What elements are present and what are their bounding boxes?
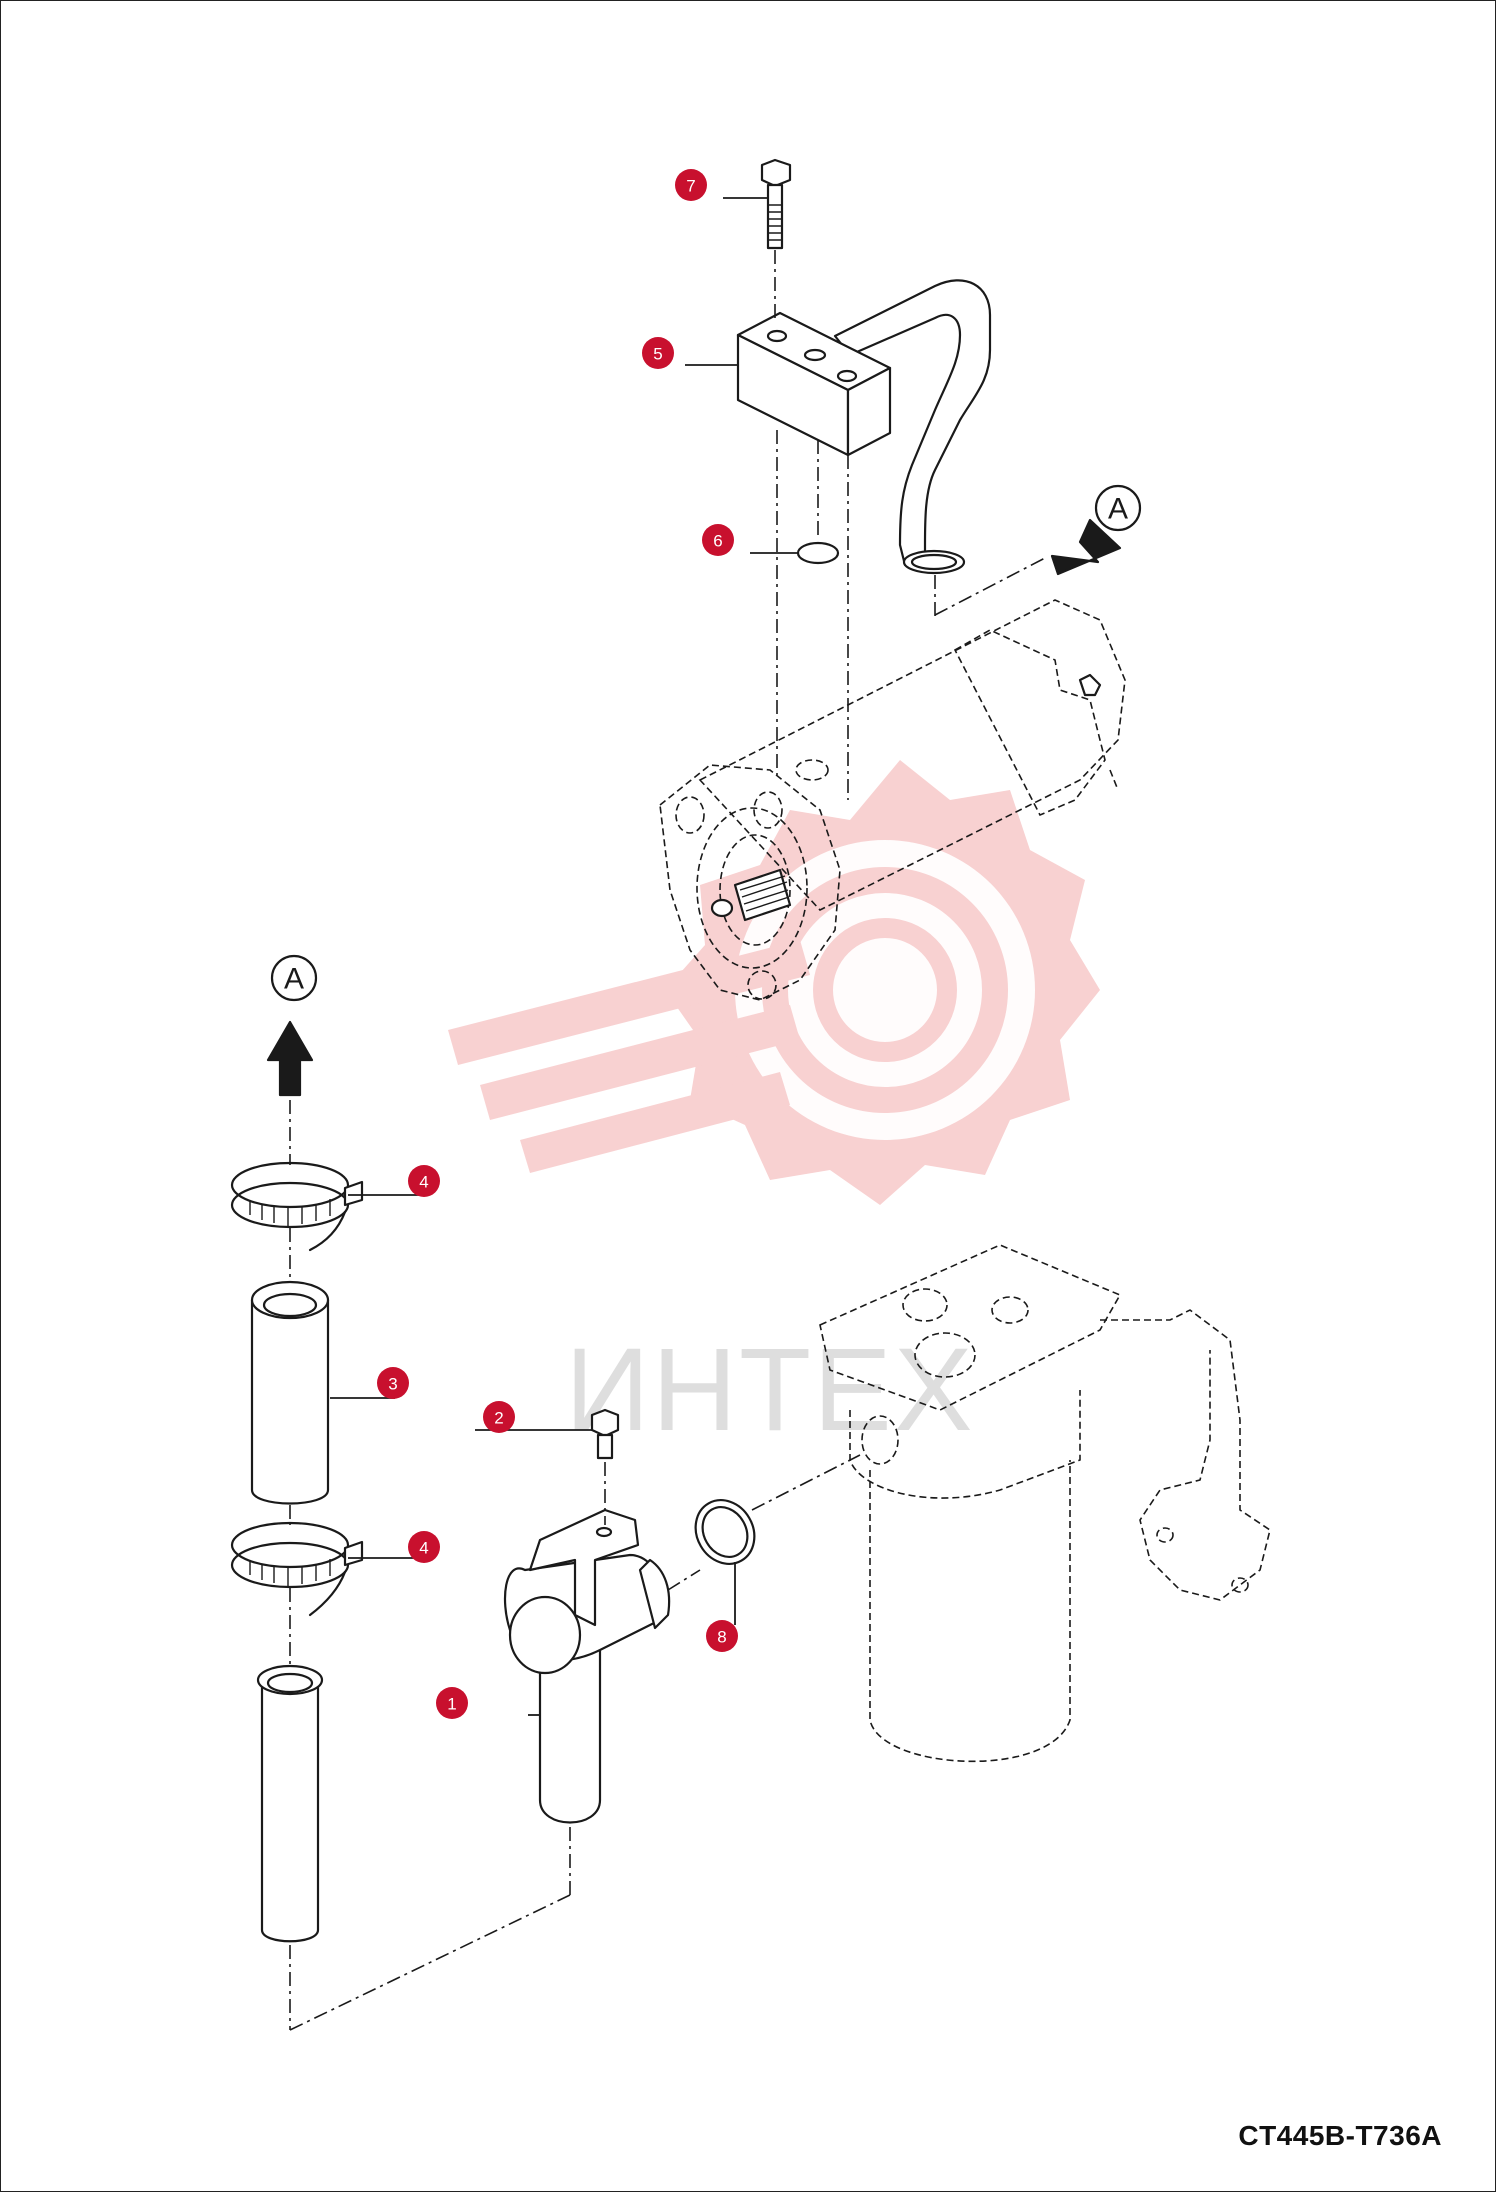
callout-badge-4-lower: 4	[408, 1531, 440, 1563]
hose-clamp-upper	[230, 1161, 364, 1252]
watermark-text: ИНТЕХ	[565, 1324, 975, 1456]
svg-text:4: 4	[419, 1173, 428, 1192]
callout-badge-1: 1	[436, 1687, 468, 1719]
svg-text:2: 2	[494, 1409, 503, 1428]
filter-assembly	[819, 1244, 1271, 1763]
svg-text:A: A	[1108, 493, 1128, 526]
suction-pipe	[256, 1664, 324, 1943]
svg-text:3: 3	[388, 1375, 397, 1394]
o-ring-upper	[796, 541, 840, 565]
callout-badge-4-upper: 4	[408, 1165, 440, 1197]
arrow-down-left-icon	[1050, 518, 1122, 576]
arrow-up-icon	[266, 1020, 314, 1097]
callout-badge-8: 8	[706, 1620, 738, 1652]
callout-badge-6: 6	[702, 524, 734, 556]
callout-badge-3: 3	[377, 1367, 409, 1399]
svg-text:A: A	[284, 963, 304, 996]
callout-badge-2: 2	[483, 1401, 515, 1433]
hydraulic-pump	[659, 599, 1126, 1001]
reference-mark-a-top: A	[1094, 484, 1142, 532]
svg-text:4: 4	[419, 1539, 428, 1558]
small-bolt	[590, 1408, 620, 1460]
drawing-code: CT445B-T736A	[1238, 2120, 1442, 2151]
hose	[250, 1280, 330, 1505]
manifold-block	[736, 311, 892, 457]
o-ring-lower	[694, 1499, 756, 1565]
watermark-gear-logo: ИНТЕХ	[448, 760, 1100, 1456]
bolt	[760, 158, 792, 250]
pressure-tube	[833, 279, 992, 575]
svg-text:1: 1	[447, 1695, 456, 1714]
svg-text:7: 7	[686, 177, 695, 196]
svg-text:5: 5	[653, 345, 662, 364]
svg-text:6: 6	[713, 532, 722, 551]
callout-badge-7: 7	[675, 169, 707, 201]
svg-text:8: 8	[717, 1628, 726, 1647]
assembly-center-lines	[289, 250, 1046, 2031]
elbow-fitting	[503, 1508, 671, 1824]
reference-mark-a-left: A	[270, 954, 318, 1002]
callout-badge-5: 5	[642, 337, 674, 369]
hose-clamp-lower	[230, 1521, 364, 1617]
